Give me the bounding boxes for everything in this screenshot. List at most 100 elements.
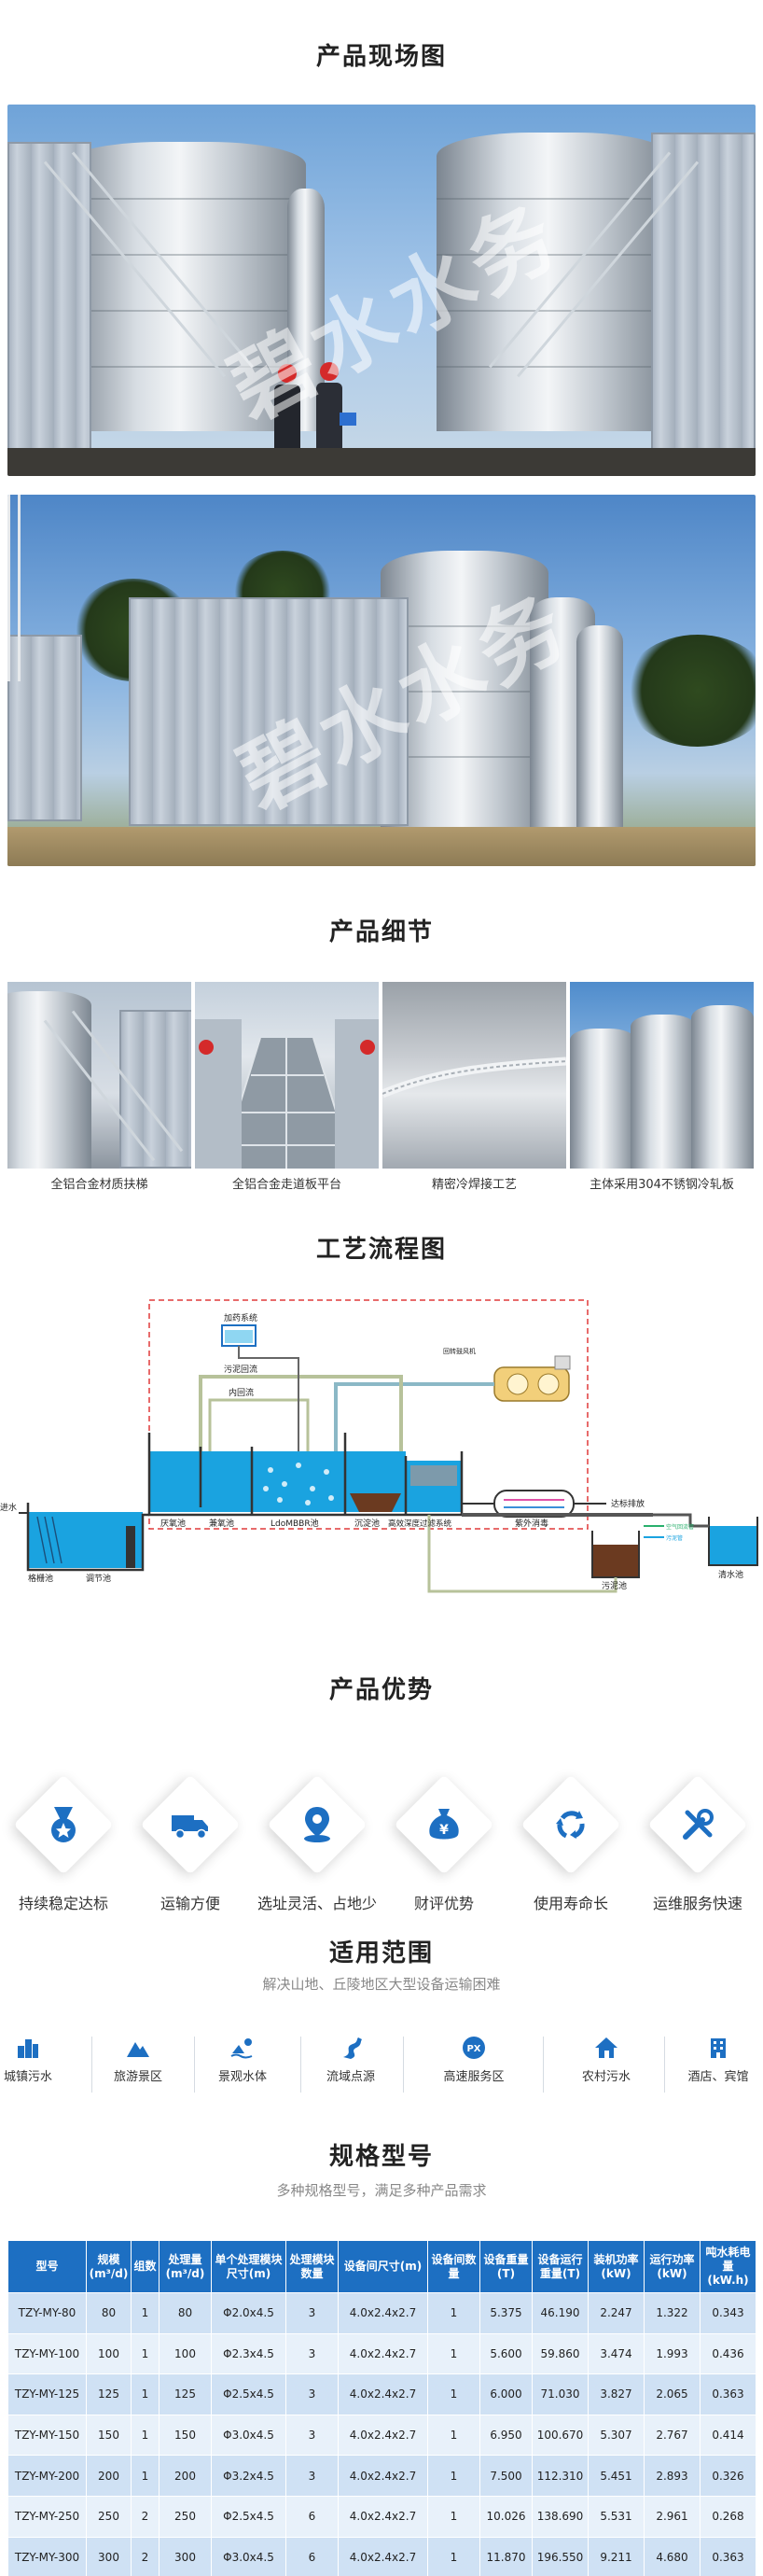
table-cell: 4.0x2.4x2.7 [338, 2455, 428, 2497]
table-cell: 100 [86, 2332, 132, 2375]
table-cell: TZY-MY-100 [7, 2332, 87, 2375]
table-cell: 100 [159, 2332, 212, 2375]
mountain-icon [127, 2042, 149, 2057]
scene-section-title: 产品现场图 [315, 43, 447, 71]
table-cell: 5.307 [588, 2414, 645, 2457]
column-header: 单个处理模块尺寸(m) [211, 2240, 286, 2293]
scope-item: 酒店、宾馆 [679, 2035, 757, 2098]
column-header: 装机功率(kW) [588, 2240, 645, 2293]
recycle-icon [556, 1811, 585, 1839]
detail-image-weld [382, 982, 566, 1169]
table-cell: 80 [159, 2292, 212, 2334]
table-cell: 2.961 [644, 2495, 701, 2538]
advantage-item: 运维服务快速 [634, 1764, 761, 1913]
table-cell: 0.363 [700, 2536, 756, 2576]
advantage-label: 财评优势 [413, 1895, 474, 1912]
table-cell: 4.0x2.4x2.7 [338, 2536, 428, 2576]
column-header: 设备间数量 [427, 2240, 480, 2293]
scope-item: 旅游景区 [101, 2035, 175, 2098]
scope-item: 城镇污水 [0, 2035, 56, 2098]
column-header: 运行功率(kW) [644, 2240, 701, 2293]
column-header: 组数 [131, 2240, 160, 2293]
advantage-label: 持续稳定达标 [18, 1895, 108, 1912]
scene-photo-1: 碧水水务 [7, 105, 756, 476]
table-cell: 11.870 [479, 2536, 533, 2576]
label-inner-return: 内回流 [229, 1387, 254, 1398]
table-cell: 1 [131, 2414, 160, 2457]
advantage-label: 选址灵活、占地少 [257, 1895, 377, 1912]
table-cell: 6 [285, 2495, 339, 2538]
advantage-section-title: 产品优势 [328, 1676, 434, 1704]
table-cell: TZY-MY-125 [7, 2373, 87, 2415]
table-cell: 300 [86, 2536, 132, 2576]
table-cell: TZY-MY-200 [7, 2455, 87, 2497]
table-cell: 4.0x2.4x2.7 [338, 2332, 428, 2375]
table-cell: 6.000 [479, 2373, 533, 2415]
column-header: 规模(m³/d) [86, 2240, 132, 2293]
column-header: 吨水耗电量(kW.h) [700, 2240, 756, 2293]
detail-image-steel-tanks [570, 982, 754, 1169]
table-cell: 0.363 [700, 2373, 756, 2415]
table-cell: 46.190 [532, 2292, 589, 2334]
table-cell: 0.326 [700, 2455, 756, 2497]
table-cell: 1 [427, 2455, 480, 2497]
label-grille: 格栅池 [28, 1573, 53, 1584]
table-cell: 300 [159, 2536, 212, 2576]
table-cell: 3.827 [588, 2373, 645, 2415]
column-header: 设备间尺寸(m) [338, 2240, 428, 2293]
column-header: 处理量(m³/d) [159, 2240, 212, 2293]
table-cell: 1 [131, 2332, 160, 2375]
table-cell: 100.670 [532, 2414, 589, 2457]
uv-unit [493, 1490, 575, 1518]
column-header: 设备重量(T) [479, 2240, 533, 2293]
scope-subtitle: 解决山地、丘陵地区大型设备运输困难 [262, 1976, 501, 1993]
table-cell: 1 [427, 2414, 480, 2457]
scope-label: 农村污水 [581, 2070, 631, 2084]
table-cell: 9.211 [588, 2536, 645, 2576]
equipment-room-left [7, 142, 91, 450]
table-cell: 5.375 [479, 2292, 533, 2334]
blower-image [493, 1355, 571, 1402]
detail-caption: 主体采用304不锈钢冷轧板 [590, 1178, 734, 1192]
table-cell: 6 [285, 2536, 339, 2576]
table-cell: 1.993 [644, 2332, 701, 2375]
money-bag-icon: ¥ [429, 1809, 459, 1840]
advantage-item: 选址灵活、占地少 [254, 1764, 381, 1913]
table-cell: TZY-MY-150 [7, 2414, 87, 2457]
table-cell: 2.065 [644, 2373, 701, 2415]
hotel-icon [711, 2038, 726, 2058]
table-cell: 2.247 [588, 2292, 645, 2334]
truck-icon [172, 1815, 208, 1840]
advantage-label: 运维服务快速 [652, 1895, 742, 1912]
detail-section-title: 产品细节 [328, 918, 434, 946]
scene-photo-2: 碧水水务 [7, 495, 756, 866]
table-cell: 4.0x2.4x2.7 [338, 2373, 428, 2415]
table-cell: 1 [131, 2455, 160, 2497]
tank-right [437, 133, 670, 431]
table-cell: 150 [159, 2414, 212, 2457]
scope-item: 农村污水 [569, 2035, 644, 2098]
table-cell: 3 [285, 2455, 339, 2497]
advantage-item: 持续稳定达标 [0, 1764, 127, 1913]
table-cell: 2.767 [644, 2414, 701, 2457]
sludge-tank [592, 1545, 639, 1577]
scope-item: 流域点源 [313, 2035, 388, 2098]
anoxic-tank [149, 1451, 201, 1512]
table-cell: 138.690 [532, 2495, 589, 2538]
table-cell: 4.0x2.4x2.7 [338, 2495, 428, 2538]
table-cell: 250 [86, 2495, 132, 2538]
scope-label: 高速服务区 [443, 2070, 505, 2084]
table-cell: TZY-MY-250 [7, 2495, 87, 2538]
table-cell: 6.950 [479, 2414, 533, 2457]
table-cell: 125 [86, 2373, 132, 2415]
svg-text:PX: PX [466, 2044, 480, 2054]
grille-tank [28, 1512, 73, 1568]
table-cell: 1 [427, 2332, 480, 2375]
spec-subtitle: 多种规格型号，满足多种产品需求 [276, 2182, 487, 2199]
medal-icon [51, 1807, 76, 1842]
scope-label: 流域点源 [326, 2070, 375, 2084]
